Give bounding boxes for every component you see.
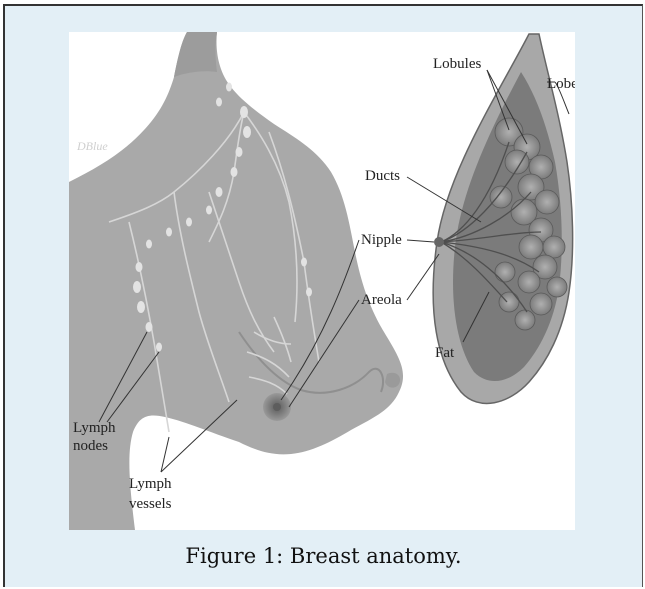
label-nipple: Nipple [361, 232, 402, 248]
label-lymph-vessels-line2: vessels [129, 496, 172, 512]
label-fat: Fat [435, 345, 455, 361]
anatomy-svg: DBlue [69, 32, 575, 530]
illustration-watermark: DBlue [76, 139, 108, 153]
torso-silhouette [69, 32, 403, 530]
figure-caption: Figure 1: Breast anatomy. [5, 544, 642, 568]
label-areola: Areola [361, 292, 402, 308]
label-lobules: Lobules [433, 56, 481, 72]
label-ducts: Ducts [365, 168, 400, 184]
label-lobe: Lobe [547, 76, 575, 92]
anatomy-illustration: DBlue [69, 32, 575, 530]
label-lymph-nodes-line1: Lymph [73, 420, 116, 436]
nipple-shape [273, 403, 281, 411]
label-lymph-vessels-line1: Lymph [129, 476, 172, 492]
label-lymph-nodes-line2: nodes [73, 438, 108, 454]
side-nipple [385, 373, 400, 388]
figure-frame: DBlue [3, 4, 643, 587]
cross-section-nipple [434, 237, 444, 247]
neck-shadow [174, 32, 217, 77]
